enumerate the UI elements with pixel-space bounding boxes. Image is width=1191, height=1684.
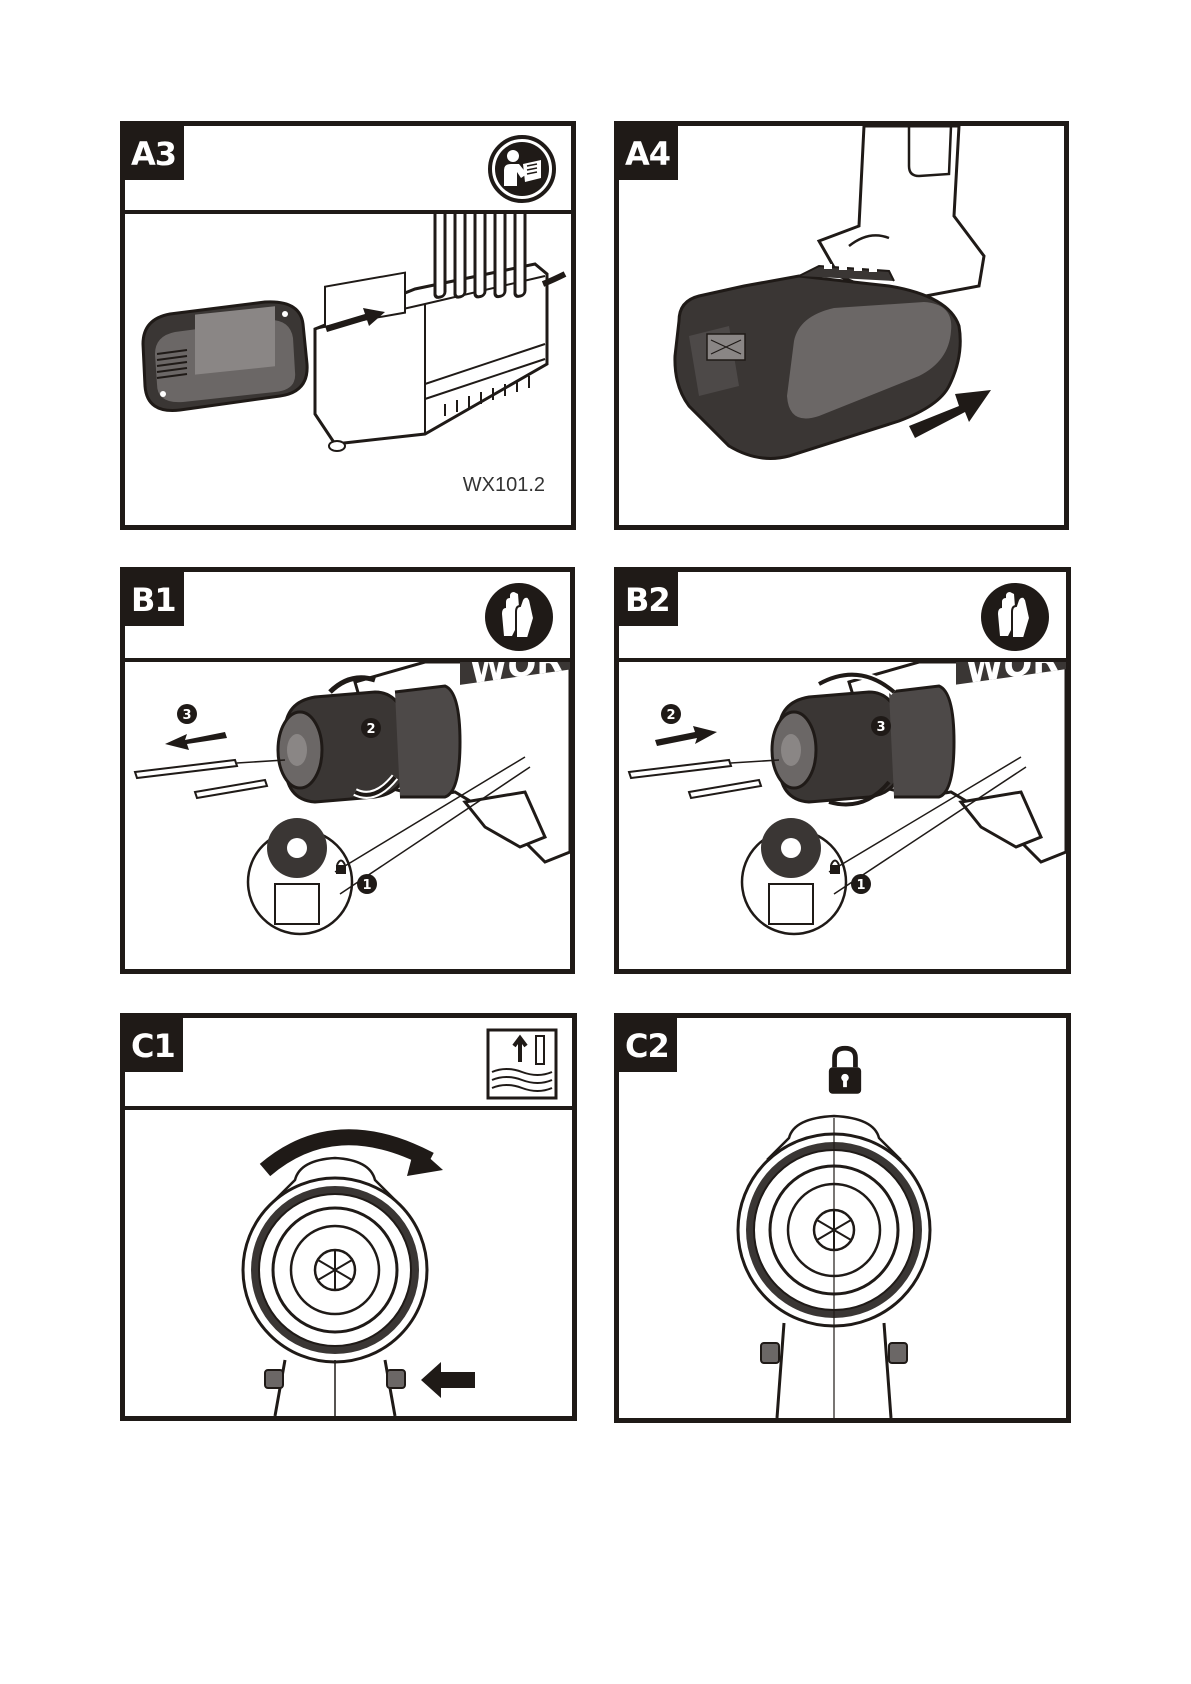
step-number: 1 (856, 878, 865, 893)
drill-mode-icon (486, 1028, 558, 1100)
torque-collar-illustration (125, 1110, 572, 1416)
battery-insert-illustration (619, 126, 1064, 525)
gloves-icon (482, 580, 556, 654)
panel-b2-label: B2 (619, 572, 678, 626)
chuck-close-illustration: WOR 2 3 1 (619, 662, 1066, 969)
panel-b2: B2 WOR 2 3 1 (614, 567, 1071, 974)
chuck-locked-illustration (619, 1018, 1066, 1418)
step-number: 3 (876, 720, 885, 735)
panel-c2: C2 (614, 1013, 1071, 1423)
model-number: WX101.2 (463, 474, 545, 497)
panel-a3: A3 (120, 121, 576, 530)
panel-a3-label: A3 (125, 126, 184, 180)
step-number: 1 (362, 878, 371, 893)
gloves-icon (978, 580, 1052, 654)
chuck-open-illustration: WOR 3 2 1 (125, 662, 570, 969)
panel-c1: C1 (120, 1013, 577, 1421)
panel-b1: B1 WOR 3 2 (120, 567, 575, 974)
panel-a4: A4 (614, 121, 1069, 530)
step-number: 2 (366, 722, 375, 737)
step-number: 2 (666, 708, 675, 723)
step-number: 3 (182, 708, 191, 723)
panel-c1-label: C1 (125, 1018, 183, 1072)
panel-b1-label: B1 (125, 572, 184, 626)
read-manual-icon (487, 134, 557, 204)
